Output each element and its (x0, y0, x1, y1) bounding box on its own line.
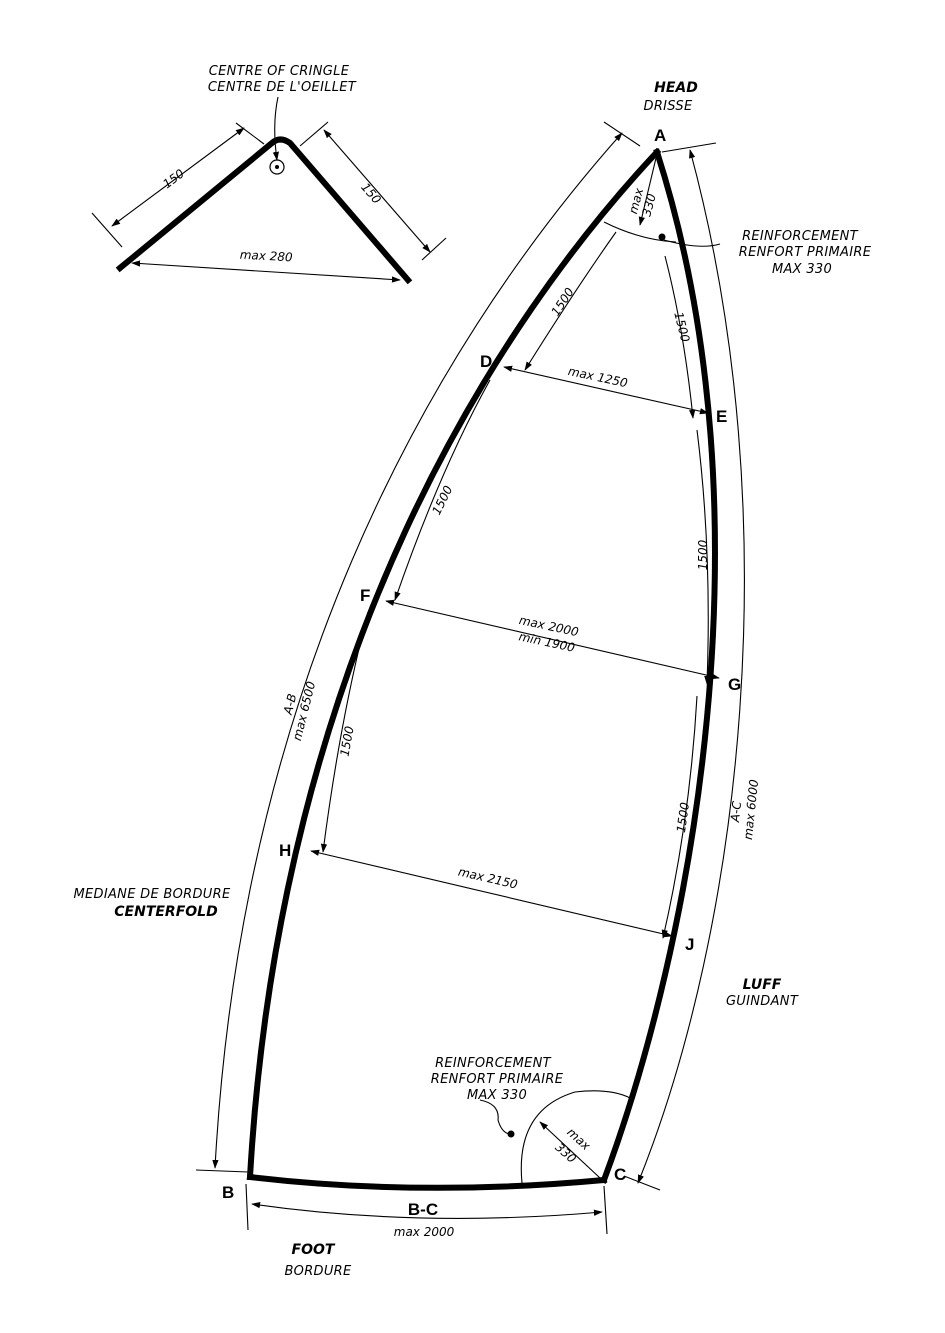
centerfold-fr: MEDIANE DE BORDURE (74, 887, 231, 902)
seg-ad: 1500 (548, 285, 577, 319)
width-de: max 1250 (567, 364, 629, 390)
foot-en: FOOT (292, 1242, 336, 1258)
cringle-right-len: 150 (358, 180, 384, 207)
sail-foot (246, 1173, 608, 1191)
overall-dims: A-B max 6500 A-C max 6000 (195, 121, 761, 1191)
point-g: G (728, 675, 741, 694)
point-c: C (614, 1165, 626, 1184)
reinf-top-l1: REINFORCEMENT (742, 229, 859, 244)
head-label-en: HEAD (654, 80, 698, 96)
reinf-bot-l3: MAX 330 (467, 1088, 527, 1103)
cringle-title-en: CENTRE OF CRINGLE (209, 64, 350, 79)
point-e: E (716, 407, 727, 426)
ac-dim (637, 149, 745, 1184)
reinf-top-l3: MAX 330 (772, 262, 832, 277)
ac-len: max 6000 (741, 778, 761, 840)
point-h: H (279, 841, 291, 860)
cringle-span-label: max 280 (239, 248, 293, 265)
cringle-centre-dot (275, 165, 279, 169)
foot-dim: B-C max 2000 (245, 1183, 608, 1239)
point-j: J (685, 935, 694, 954)
cringle-title-fr: CENTRE DE L'OEILLET (208, 80, 357, 95)
point-f: F (360, 586, 370, 605)
point-labels: A B C D E F G H J (222, 126, 741, 1202)
foot-len: max 2000 (394, 1225, 455, 1239)
ac-name: A-C (728, 800, 744, 824)
reinf-bot-l1: REINFORCEMENT (435, 1056, 552, 1071)
point-b: B (222, 1183, 234, 1202)
sail: max 330 max 330 (246, 147, 721, 1191)
head-label-fr: DRISSE (644, 99, 693, 114)
point-a: A (654, 126, 666, 145)
ab-dim (212, 132, 623, 1169)
foot-name: B-C (408, 1200, 438, 1219)
cringle-span-dim (131, 260, 401, 283)
reinf-bot-l2: RENFORT PRIMAIRE (431, 1072, 564, 1087)
centerfold-en: CENTERFOLD (114, 904, 217, 920)
cringle-detail: CENTRE OF CRINGLE CENTRE DE L'OEILLET 15… (91, 64, 447, 285)
seg-eg: 1500 (696, 539, 710, 570)
seg-gj: 1500 (674, 801, 692, 834)
luff-fr: GUINDANT (726, 994, 799, 1009)
seg-fh: 1500 (338, 725, 357, 758)
sail-luff (600, 148, 718, 1184)
cringle-leader (272, 96, 279, 161)
foot-fr: BORDURE (284, 1264, 352, 1279)
seg-ae: 1500 (671, 311, 692, 344)
sail-leech (246, 147, 662, 1181)
width-dims: max 1250 max 2000 min 1900 max 2150 (310, 364, 720, 938)
ab-name: A-B (281, 692, 300, 717)
reinf-top-l2: RENFORT PRIMAIRE (739, 245, 872, 260)
luff-en: LUFF (743, 977, 782, 993)
point-d: D (480, 352, 492, 371)
